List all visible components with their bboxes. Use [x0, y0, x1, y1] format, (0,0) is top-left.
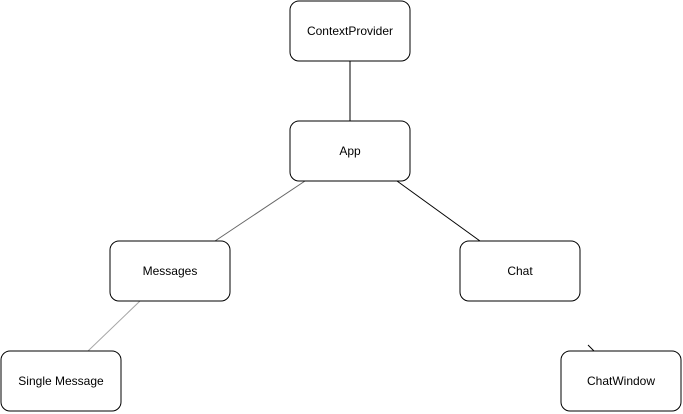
edge-app-chat [396, 180, 481, 242]
node-messages[interactable]: Messages [109, 240, 231, 302]
node-context-provider[interactable]: ContextProvider [289, 0, 411, 62]
node-app[interactable]: App [289, 120, 411, 182]
edge-chat-chat-window [587, 344, 595, 352]
node-single-message-label: Single Message [18, 374, 104, 388]
node-messages-label: Messages [143, 264, 198, 278]
edge-messages-single-message [87, 300, 141, 352]
node-chat-window[interactable]: ChatWindow [560, 350, 682, 412]
node-chat-window-label: ChatWindow [587, 374, 655, 388]
node-chat-label: Chat [507, 264, 533, 278]
node-single-message[interactable]: Single Message [0, 350, 122, 412]
edge-app-messages [214, 180, 306, 242]
node-context-provider-label: ContextProvider [307, 24, 393, 38]
node-chat[interactable]: Chat [459, 240, 581, 302]
node-app-label: App [339, 144, 361, 158]
